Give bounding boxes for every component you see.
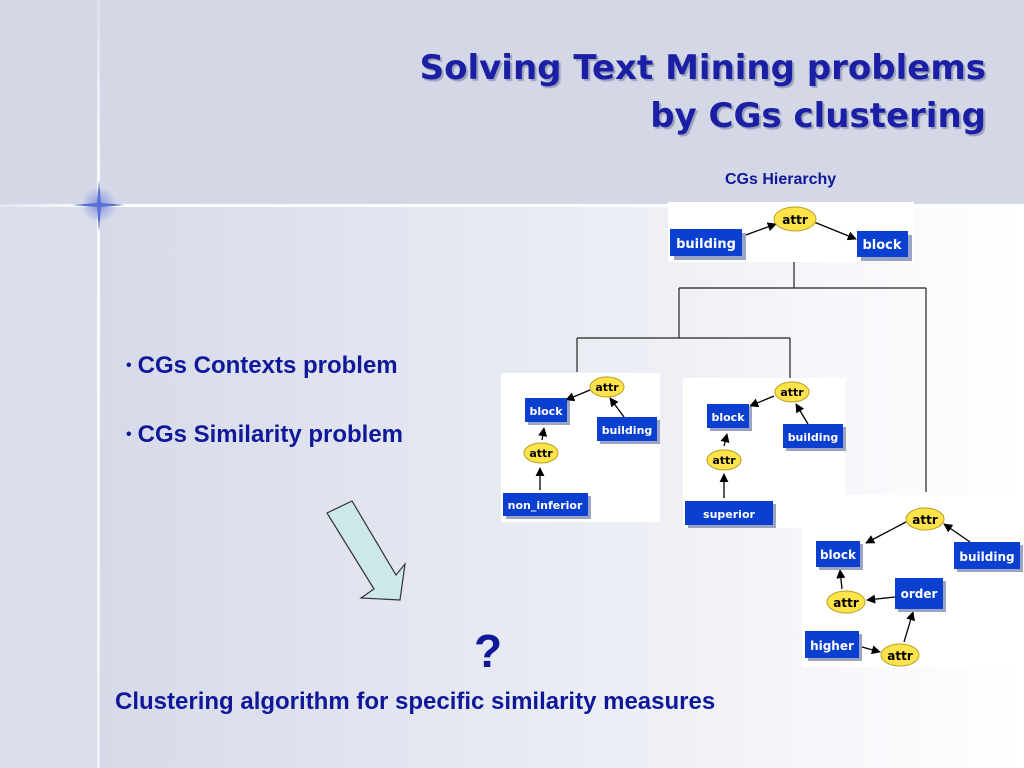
bullet-dot-icon: • <box>126 357 132 374</box>
relation-oval <box>773 206 817 232</box>
concept-box <box>503 493 588 516</box>
concept-box <box>707 404 749 428</box>
relation-label: attr <box>529 447 553 460</box>
bullet-dot-icon: • <box>126 426 132 443</box>
relation-label: attr <box>782 213 808 227</box>
child-graph-3: block building order higher attr attr at… <box>802 495 1023 667</box>
concept-label: block <box>820 548 857 562</box>
hierarchy-label: CGs Hierarchy <box>725 171 837 188</box>
relation-label: attr <box>595 381 619 394</box>
relation-oval <box>589 376 625 398</box>
concept-label: building <box>788 431 839 444</box>
concept-box <box>816 541 860 567</box>
slide-title-line-2: by CGs clustering <box>650 96 986 136</box>
relation-oval <box>774 381 810 403</box>
relation-label: attr <box>912 513 938 527</box>
concept-box <box>670 229 742 256</box>
concept-label: non_inferior <box>508 499 583 512</box>
decor-star-icon <box>72 180 125 232</box>
down-right-arrow-icon <box>326 500 406 601</box>
concept-box <box>783 424 843 448</box>
concept-box <box>685 501 773 525</box>
concept-label: order <box>901 587 938 601</box>
decor-vertical-line <box>97 0 100 768</box>
concept-box <box>895 578 943 609</box>
relation-label: attr <box>780 386 804 399</box>
bullet-text: CGs Contexts problem <box>137 352 398 379</box>
root-graph: building block attr <box>668 202 914 262</box>
concept-box <box>805 631 859 658</box>
child-graph-1: block building non_inferior attr attr <box>501 373 660 522</box>
relation-label: attr <box>712 454 736 467</box>
question-mark: ? <box>474 625 503 677</box>
concept-box <box>597 417 657 441</box>
bottom-caption: Clustering algorithm for specific simila… <box>115 688 716 715</box>
decor-horizontal-line <box>0 204 1024 207</box>
concept-label: block <box>862 238 901 253</box>
left-margin-band <box>0 206 98 768</box>
concept-label: building <box>959 550 1014 564</box>
concept-label: block <box>711 411 745 424</box>
hierarchy-connectors <box>576 256 927 492</box>
concept-box <box>525 398 567 422</box>
concept-box <box>954 542 1020 569</box>
concept-label: higher <box>810 639 854 653</box>
relation-oval <box>905 507 945 531</box>
relation-label: attr <box>833 596 859 610</box>
concept-label: building <box>676 237 736 252</box>
relation-oval <box>706 449 742 471</box>
relation-oval <box>880 643 920 667</box>
concept-label: block <box>529 405 563 418</box>
concept-label: building <box>602 424 653 437</box>
relation-label: attr <box>887 649 913 663</box>
header-band <box>0 0 1024 206</box>
relation-oval <box>826 590 866 614</box>
concept-box <box>857 231 908 257</box>
bullet-item: • CGs Contexts problem <box>126 352 398 380</box>
slide-title-line-1: Solving Text Mining problems <box>419 48 986 88</box>
bullet-text: CGs Similarity problem <box>137 421 404 448</box>
concept-label: superior <box>703 508 755 521</box>
relation-oval <box>523 442 559 464</box>
bullet-item: • CGs Similarity problem <box>126 421 403 449</box>
